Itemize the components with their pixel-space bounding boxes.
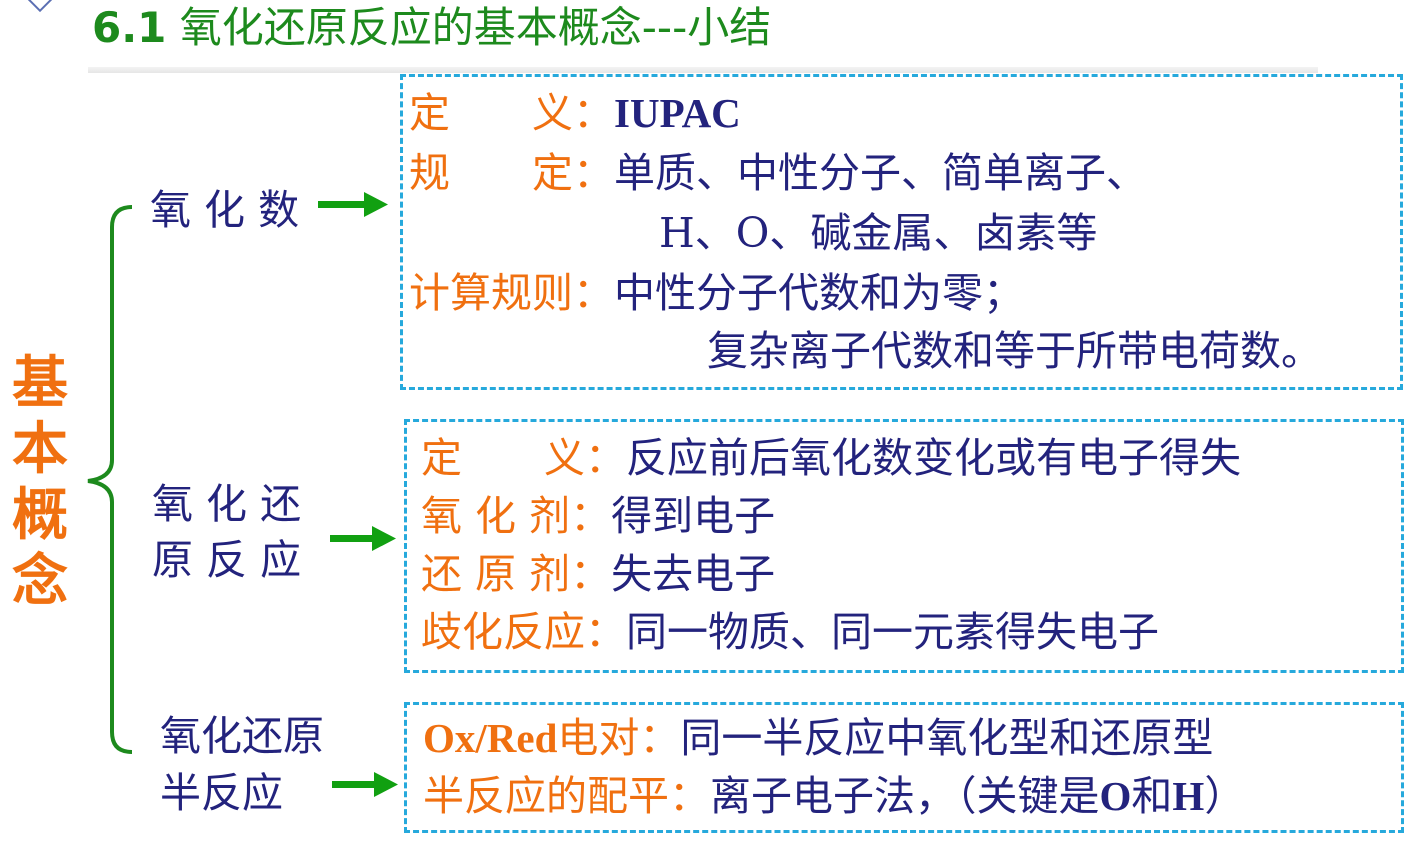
half-row-balancing-value-and: 和 <box>1131 772 1173 820</box>
ox-row-rule-value: 单质、中性分子、简单离子、 <box>614 149 1147 197</box>
half-row-balancing-value-h: H <box>1172 773 1205 819</box>
half-row-balancing: 半反应的配平：离子电子法，（关键是O和H） <box>423 766 1245 826</box>
main-bracket <box>87 205 133 754</box>
ox-row-rule-key: 规 定： <box>409 149 614 197</box>
half-row-couple-key: 电对： <box>557 714 681 762</box>
redox-row-disproportionation-key: 歧化反应： <box>421 608 626 656</box>
ox-row-calc-key: 计算规则： <box>409 269 614 317</box>
branch-label-redox-line2: 原 反 应 <box>152 536 302 584</box>
branch-label-oxidation-number: 氧 化 数 <box>150 186 300 234</box>
ox-row-calc: 计算规则：中性分子代数和为零； <box>409 263 1024 323</box>
redox-row-reductant-key: 还 原 剂： <box>421 550 612 598</box>
redox-row-reductant: 还 原 剂：失去电子 <box>421 544 775 604</box>
arrow-redox-reaction-icon <box>330 526 396 551</box>
redox-row-definition-value: 反应前后氧化数变化或有电子得失 <box>626 434 1241 482</box>
ox-row-calc-value: 中性分子代数和为零； <box>614 269 1024 317</box>
title-text: 氧化还原反应的基本概念---小结 <box>179 3 772 52</box>
ox-row-calc-cont-value: 复杂离子代数和等于所带电荷数。 <box>707 327 1322 375</box>
root-label: 基本概念 <box>12 350 68 614</box>
half-row-couple-key-bold: Ox/Red <box>423 715 558 761</box>
ox-row-rule: 规 定：单质、中性分子、简单离子、 <box>409 143 1147 203</box>
redox-row-disproportionation-value: 同一物质、同一元素得失电子 <box>626 608 1159 656</box>
redox-row-oxidant: 氧 化 剂：得到电子 <box>421 486 775 546</box>
title-divider <box>88 67 1318 73</box>
redox-row-definition-key: 定 义： <box>421 434 626 482</box>
half-row-balancing-value-a: 离子电子法，（关键是 <box>710 772 1100 820</box>
half-row-couple-value: 同一半反应中氧化型和还原型 <box>680 714 1214 762</box>
redox-row-oxidant-value: 得到电子 <box>611 492 776 540</box>
page-title: 6.1 氧化还原反应的基本概念---小结 <box>92 2 771 54</box>
ox-row-definition-value: IUPAC <box>614 90 741 136</box>
half-row-balancing-key: 半反应的配平： <box>423 772 710 820</box>
arrow-oxidation-number-icon <box>318 192 388 217</box>
branch-label-redox-line1: 氧 化 还 <box>152 480 302 528</box>
ox-row-rule-cont-value: H、O、碱金属、卤素等 <box>659 209 1098 257</box>
title-number: 6.1 <box>92 3 167 52</box>
ox-row-definition-key: 定 义： <box>409 89 614 137</box>
redox-reaction-box: 定 义：反应前后氧化数变化或有电子得失 氧 化 剂：得到电子 还 原 剂：失去电… <box>404 419 1404 673</box>
arrow-half-reaction-icon <box>332 772 398 797</box>
half-row-balancing-value-o: O <box>1099 773 1132 819</box>
half-row-balancing-value-close: ） <box>1204 772 1246 820</box>
ox-row-definition: 定 义：IUPAC <box>409 83 741 143</box>
ox-row-rule-cont: H、O、碱金属、卤素等 <box>659 203 1097 263</box>
redox-row-oxidant-key: 氧 化 剂： <box>421 492 612 540</box>
branch-label-half-line1: 氧化还原 <box>160 712 324 760</box>
oxidation-number-box: 定 义：IUPAC 规 定：单质、中性分子、简单离子、 H、O、碱金属、卤素等 … <box>400 74 1403 390</box>
half-reaction-box: Ox/Red电对：同一半反应中氧化型和还原型 半反应的配平：离子电子法，（关键是… <box>404 702 1404 833</box>
redox-row-definition: 定 义：反应前后氧化数变化或有电子得失 <box>421 428 1241 488</box>
redox-row-disproportionation: 歧化反应：同一物质、同一元素得失电子 <box>421 602 1159 662</box>
ox-row-calc-cont: 复杂离子代数和等于所带电荷数。 <box>707 321 1322 381</box>
branch-label-half-line2: 半反应 <box>160 769 283 817</box>
redox-row-reductant-value: 失去电子 <box>611 550 776 598</box>
half-row-couple: Ox/Red电对：同一半反应中氧化型和还原型 <box>423 708 1213 768</box>
